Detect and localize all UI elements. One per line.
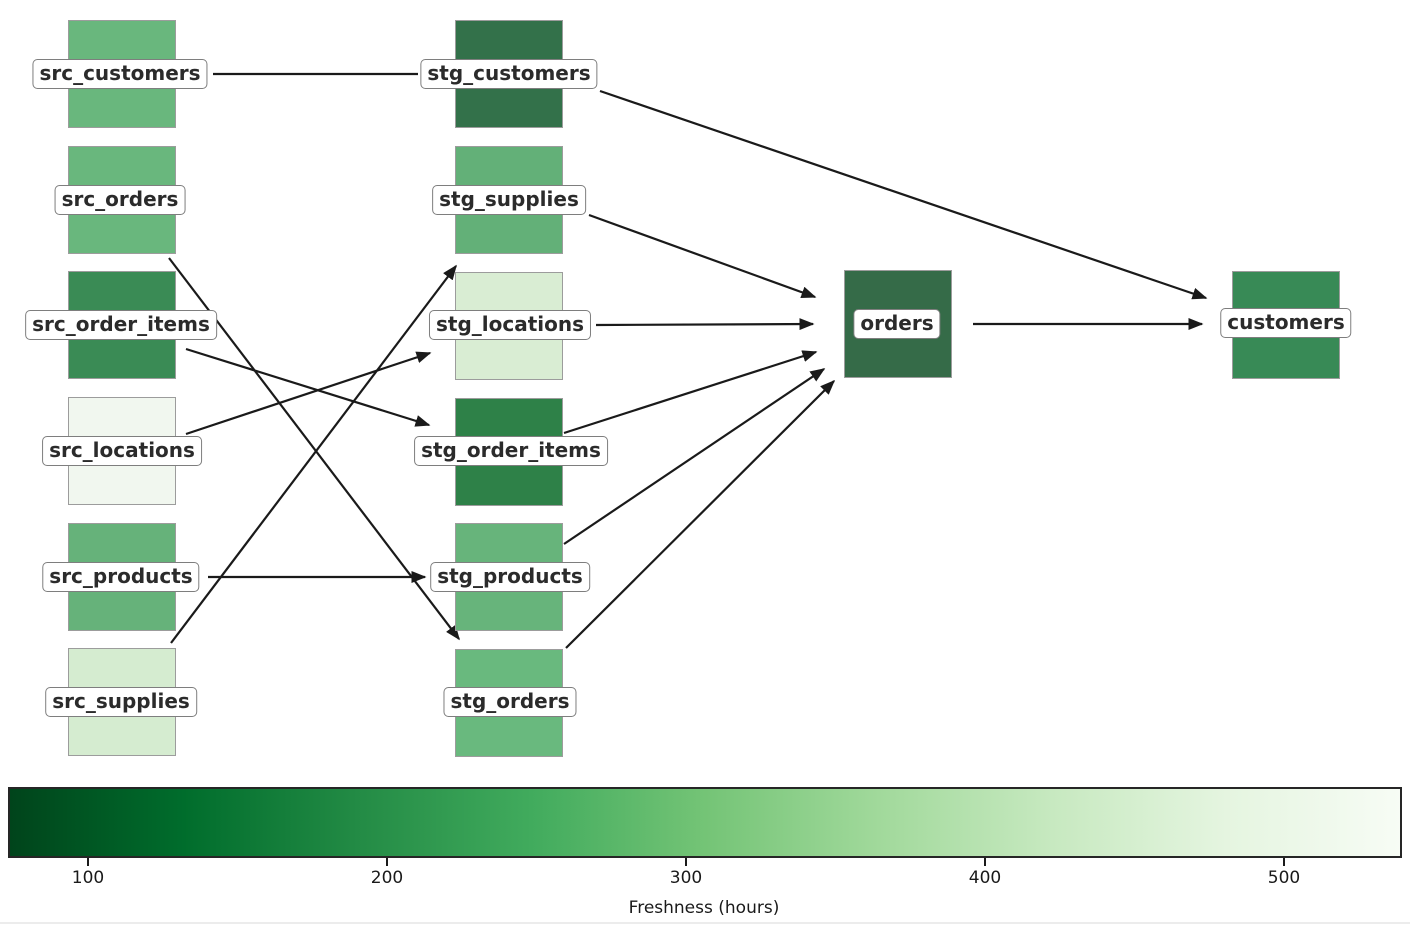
- colorbar-tick-400: [984, 858, 986, 866]
- node-label-src_locations: src_locations: [42, 436, 202, 466]
- edge-stg_customers-to-customers: [599, 89, 1208, 300]
- edge-src_orders-to-stg_orders: [168, 257, 460, 641]
- edge-stg_products-to-orders: [563, 368, 826, 545]
- edge-src_locations-to-stg_locations: [185, 351, 432, 436]
- colorbar-tick-label-100: 100: [71, 868, 105, 888]
- colorbar-tick-label-300: 300: [669, 868, 703, 888]
- colorbar-tick-200: [386, 858, 388, 866]
- edge-stg_orders-to-orders: [565, 379, 836, 649]
- colorbar-tick-100: [87, 858, 89, 866]
- node-label-stg_orders: stg_orders: [443, 687, 577, 717]
- node-label-src_products: src_products: [42, 562, 200, 592]
- edge-stg_supplies-to-orders: [588, 213, 817, 299]
- colorbar-tick-500: [1283, 858, 1285, 866]
- node-label-src_orders: src_orders: [54, 185, 186, 215]
- node-label-stg_supplies: stg_supplies: [432, 185, 586, 215]
- node-label-stg_products: stg_products: [430, 562, 590, 592]
- colorbar-tick-label-200: 200: [370, 868, 404, 888]
- colorbar-tick-label-500: 500: [1267, 868, 1301, 888]
- node-label-src_order_items: src_order_items: [25, 310, 217, 340]
- node-label-customers: customers: [1220, 308, 1352, 338]
- node-label-stg_customers: stg_customers: [420, 59, 598, 89]
- node-label-orders: orders: [853, 309, 941, 339]
- colorbar-tick-label-400: 400: [968, 868, 1002, 888]
- node-label-stg_locations: stg_locations: [428, 310, 592, 340]
- node-label-src_customers: src_customers: [32, 59, 208, 89]
- colorbar-gradient-bar: [8, 787, 1402, 858]
- edge-stg_locations-to-orders: [595, 318, 815, 331]
- bottom-hairline: [0, 922, 1410, 924]
- colorbar-axis-label: Freshness (hours): [628, 898, 780, 918]
- edge-src_order_items-to-stg_order_items: [185, 347, 431, 427]
- node-label-stg_order_items: stg_order_items: [414, 436, 608, 466]
- node-label-src_supplies: src_supplies: [45, 687, 197, 717]
- colorbar-tick-300: [685, 858, 687, 866]
- edge-stg_order_items-to-orders: [563, 350, 818, 435]
- edge-src_supplies-to-stg_supplies: [170, 264, 457, 644]
